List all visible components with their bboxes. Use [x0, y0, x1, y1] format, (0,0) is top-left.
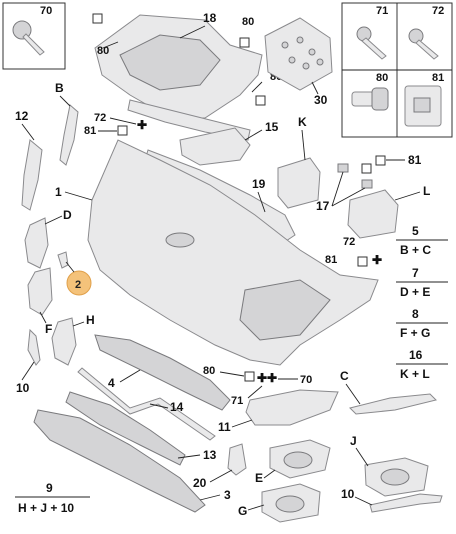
bracket-part-15: [179, 127, 251, 166]
callout-71: 71: [376, 5, 388, 17]
callout-14: 14: [170, 400, 184, 414]
callout-K: K: [298, 115, 307, 129]
svg-text:B + C: B + C: [400, 243, 431, 257]
callout-B: B: [55, 81, 64, 95]
svg-text:F + G: F + G: [400, 326, 430, 340]
trim-part-10-right: [369, 493, 443, 513]
chrome-trim-part-14: [77, 367, 216, 441]
bracket-part-20: [227, 443, 247, 476]
callout-20: 20: [193, 476, 207, 490]
callout-4: 4: [108, 376, 115, 390]
callout-81: 81: [432, 72, 444, 84]
kit-formula-5: 5 B + C: [396, 224, 448, 257]
fog-surround-part-J: [364, 457, 429, 497]
callout-G: G: [238, 504, 247, 518]
callout-18: 18: [203, 11, 217, 25]
clip-part-17: [337, 163, 373, 189]
grille-part-13: [65, 391, 186, 466]
callout-19: 19: [252, 177, 266, 191]
fastener-bag-part-30: [264, 17, 333, 91]
trim-part-11: [245, 389, 339, 426]
screw-icon: [408, 28, 439, 60]
callout-30: 30: [314, 93, 328, 107]
svg-text:16: 16: [409, 348, 423, 362]
callout-81: 81: [325, 254, 337, 266]
callout-12: 12: [15, 109, 29, 123]
kit-formula-16: 16 K + L: [396, 348, 448, 381]
bumper-cover-part-1: [87, 139, 379, 366]
fog-surround-part-G: [261, 483, 321, 523]
callout-J: J: [350, 434, 357, 448]
callout-70: 70: [40, 5, 52, 17]
bracket-clip-icon: [404, 85, 442, 127]
fastener-box-70: 70: [2, 2, 66, 70]
svg-text:7: 7: [412, 266, 419, 280]
callout-17: 17: [316, 199, 330, 213]
bracket-part-K: [277, 157, 321, 209]
callout-72: 72: [432, 5, 444, 17]
callout-71: 71: [231, 395, 243, 407]
screw-icon: [12, 20, 45, 56]
callout-C: C: [340, 369, 349, 383]
svg-text:D + E: D + E: [400, 285, 430, 299]
trim-part-F: [27, 267, 53, 316]
svg-text:8: 8: [412, 307, 419, 321]
callout-81: 81: [408, 153, 422, 167]
svg-text:9: 9: [46, 481, 53, 495]
side-trim-part-12: [21, 139, 43, 211]
callout-80: 80: [97, 45, 109, 57]
callout-11: 11: [218, 420, 231, 434]
bracket-part-L: [347, 189, 399, 239]
callout-72: 72: [94, 112, 106, 124]
rivet-icon: [351, 87, 389, 111]
fog-surround-part-E: [269, 439, 331, 479]
svg-text:K + L: K + L: [400, 367, 430, 381]
upper-carrier-part-18: [94, 14, 263, 141]
kit-formula-8: 8 F + G: [396, 307, 448, 340]
clip-icon: [356, 26, 387, 60]
callout-70: 70: [300, 374, 312, 386]
fastener-grid: 71 72 80 81: [341, 2, 453, 138]
callout-80: 80: [203, 365, 215, 377]
callout-2: 2: [75, 279, 81, 291]
callout-F: F: [45, 322, 52, 336]
callout-3: 3: [224, 488, 231, 502]
callout-L: L: [423, 184, 430, 198]
callout-D: D: [63, 208, 72, 222]
svg-text:5: 5: [412, 224, 419, 238]
callout-72: 72: [343, 236, 355, 248]
trim-part-D: [24, 217, 49, 269]
callout-80: 80: [376, 72, 388, 84]
highlight-callout-2: 2: [66, 270, 92, 296]
bracket-part-2: [57, 251, 69, 269]
callout-10: 10: [341, 487, 355, 501]
chrome-trim-part-C: [349, 393, 437, 415]
grille-part-4: [94, 334, 231, 411]
lower-grille-part-3: [33, 409, 206, 513]
svg-text:✚: ✚: [372, 253, 382, 267]
svg-text:H + J + 10: H + J + 10: [18, 501, 74, 515]
callout-E: E: [255, 471, 263, 485]
callout-13: 13: [203, 448, 217, 462]
callout-1: 1: [55, 185, 62, 199]
callout-15: 15: [265, 120, 279, 134]
kit-formula-7: 7 D + E: [396, 266, 448, 299]
trim-part-10-left: [27, 328, 41, 366]
callout-H: H: [86, 313, 95, 327]
callout-10: 10: [16, 381, 30, 395]
svg-text:✚✚: ✚✚: [257, 371, 277, 385]
svg-text:✚: ✚: [137, 118, 147, 132]
callout-80: 80: [242, 16, 254, 28]
kit-formula-9: 9 H + J + 10: [15, 481, 90, 515]
side-trim-part-B: [59, 104, 79, 166]
trim-part-H: [51, 317, 77, 366]
callout-81: 81: [84, 125, 96, 137]
